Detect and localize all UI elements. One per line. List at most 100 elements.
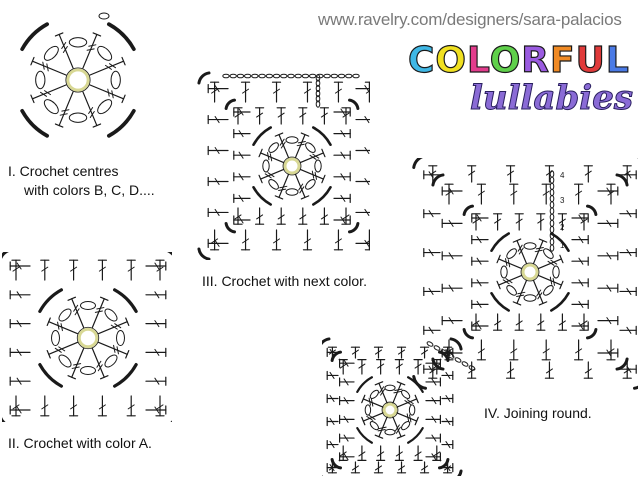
stitch-slash	[606, 219, 612, 227]
stitch-slash	[312, 153, 320, 159]
corner-chain-arc	[322, 337, 331, 346]
stitch-slash	[238, 108, 244, 116]
stitch-post-symbol	[48, 321, 79, 335]
chain-stitch-symbol	[543, 285, 554, 296]
stitch-slash	[545, 170, 553, 176]
stitch-top-bar	[414, 416, 419, 426]
stitch-slash	[507, 259, 511, 268]
stitch-top-bar	[361, 394, 366, 404]
stitch-slash	[578, 257, 584, 265]
corner-chain-arc	[407, 376, 424, 393]
chain-stitch-symbol	[549, 225, 555, 234]
stitch-slash	[394, 424, 400, 432]
stitch-slash	[445, 371, 451, 379]
stitch-slash	[211, 88, 219, 94]
corner-chain-arc	[312, 126, 332, 146]
stitch-slash	[279, 138, 285, 146]
chain-stitch-symbol	[315, 89, 321, 98]
stitch-slash	[116, 346, 119, 355]
stitch-slash	[238, 216, 244, 224]
stitch-slash	[542, 190, 550, 196]
chain-stitch-symbol	[97, 99, 113, 115]
stitch-slash	[12, 266, 20, 272]
stitch-slash	[472, 218, 480, 224]
stitch-top-bar	[512, 238, 522, 243]
stitch-slash	[358, 451, 366, 457]
corner-chain-arc	[20, 22, 49, 51]
stitch-slash	[340, 173, 346, 181]
stitch-slash	[393, 390, 402, 394]
stitch-post-symbol	[537, 274, 563, 286]
chain-stitch-symbol	[80, 366, 96, 375]
stitch-slash	[114, 323, 122, 329]
stitch-post-symbol	[537, 258, 563, 270]
stitch-slash	[377, 451, 385, 457]
corner-chain-arc	[347, 98, 360, 111]
stitch-slash	[448, 317, 454, 325]
chain-stitch-symbol	[440, 349, 448, 355]
stitch-slash	[368, 397, 371, 406]
corner-chain-arc	[347, 221, 360, 234]
stitch-slash	[398, 465, 406, 471]
stitch-slash	[626, 210, 632, 218]
stitch-slash	[98, 266, 106, 272]
logo-letter: C	[407, 39, 436, 81]
stitch-slash	[476, 300, 482, 308]
stitch-slash	[431, 397, 437, 405]
chain-stitch-symbol	[454, 357, 462, 363]
corner-chain-arc	[462, 327, 475, 340]
stitch-slash	[108, 63, 116, 69]
stitch-top-bar	[54, 32, 64, 37]
logo-letter: L	[466, 39, 490, 81]
stitch-slash	[476, 214, 482, 222]
stitch-slash	[70, 404, 78, 410]
stitch-post-symbol	[58, 33, 74, 69]
stitch-slash	[542, 348, 550, 354]
stitch-top-bar	[121, 94, 126, 104]
stitch-slash	[623, 368, 631, 374]
stitch-slash	[534, 249, 543, 253]
stitch-slash	[606, 252, 612, 260]
corner-chain-arc	[166, 252, 172, 256]
chain-stitch-symbol	[500, 265, 508, 279]
stitch-slash	[558, 218, 566, 224]
stitch-slash	[494, 218, 502, 224]
stitch-slash	[575, 190, 583, 196]
stitch-top-bar	[538, 301, 548, 306]
caption-step-1-line-1: I. Crochet centres	[8, 163, 119, 179]
chain-stitch-symbol	[305, 179, 316, 190]
stitch-slash	[433, 363, 441, 369]
stitch-slash	[342, 214, 350, 220]
stitch-post-symbol	[259, 168, 285, 180]
stitch-slash	[329, 464, 335, 472]
stitch-top-bar	[396, 381, 406, 386]
stitch-slash	[340, 151, 346, 159]
stitch-slash	[428, 249, 434, 257]
stitch-slash	[88, 44, 97, 47]
stitch-slash	[476, 257, 482, 265]
chain-stitch-symbol	[345, 73, 353, 79]
stitch-slash	[406, 399, 414, 405]
stitch-top-bar	[258, 148, 263, 158]
stitch-post-symbol	[516, 239, 528, 265]
stitch-slash	[339, 363, 347, 369]
stitch-slash	[234, 214, 242, 220]
stitch-slash	[409, 414, 412, 423]
stitch-post-symbol	[31, 84, 67, 100]
stitch-slash	[468, 368, 476, 374]
chain-stitch-symbol	[549, 213, 555, 221]
stitch-slash	[309, 154, 317, 160]
stitch-slash	[428, 171, 434, 179]
chain-stitch-symbol	[549, 176, 555, 184]
stitch-post-symbol	[299, 152, 325, 164]
chain-stitch-symbol	[262, 159, 270, 173]
chain-stitch-symbol	[330, 73, 339, 79]
stitch-top-bar	[321, 148, 326, 158]
stitch-slash	[365, 90, 370, 94]
stitch-post-symbol	[532, 279, 544, 305]
stitch-slash	[606, 349, 612, 357]
chain-stitch-symbol	[301, 73, 310, 79]
stitch-slash	[264, 173, 272, 179]
stitch-slash	[96, 360, 102, 368]
logo-lullabies-word: lullabies	[470, 78, 634, 119]
